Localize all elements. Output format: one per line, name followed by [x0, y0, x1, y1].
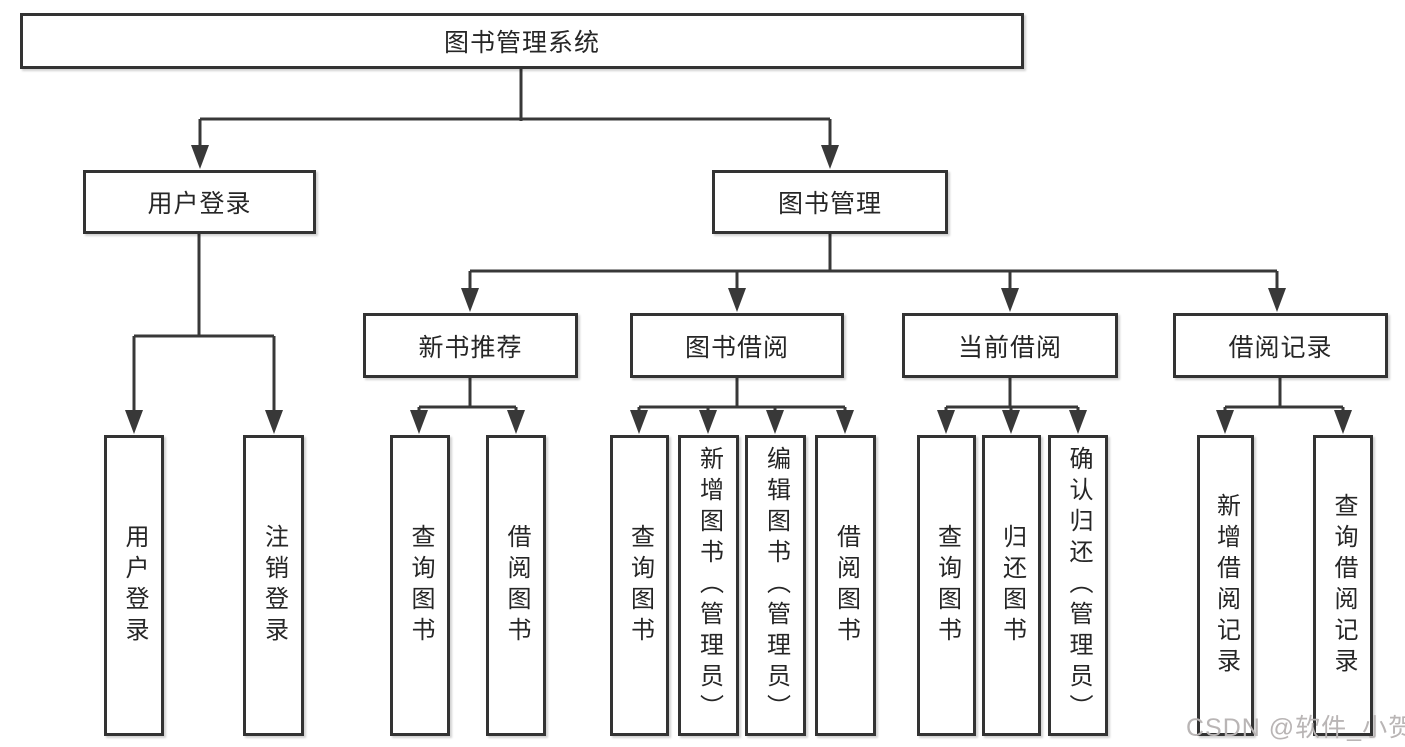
leaf-recommend-query-books: 查询图书 [390, 435, 450, 736]
node-label: 图书管理系统 [443, 29, 600, 57]
node-borrow-records: 借阅记录 [1173, 313, 1388, 378]
leaf-add-borrow-record: 新增借阅记录 [1197, 435, 1254, 736]
leaf-query-borrow-record: 查询借阅记录 [1313, 435, 1373, 736]
arrow-down-icon [630, 410, 648, 434]
leaf-borrowing-query-books: 查询图书 [610, 435, 669, 736]
node-book-borrowing: 图书借阅 [630, 313, 844, 378]
arrow-down-icon [937, 410, 955, 434]
node-label: 查询图书 [933, 523, 961, 648]
node-user-login: 用户登录 [83, 170, 316, 234]
node-label: 查询借阅记录 [1330, 492, 1357, 679]
node-label: 当前借阅 [957, 333, 1062, 362]
node-new-book-recommendation: 新书推荐 [363, 313, 578, 378]
leaf-logout: 注销登录 [243, 435, 304, 736]
arrow-down-icon [1268, 288, 1286, 312]
arrow-down-icon [507, 410, 525, 434]
node-label: 注销登录 [260, 523, 288, 648]
leaf-add-book-admin: 新增图书（管理员） [678, 435, 739, 736]
node-label: 借阅记录 [1228, 333, 1333, 362]
node-label: 借阅图书 [832, 523, 860, 648]
csdn-watermark: CSDN @软件_小贺同学 [1186, 714, 1405, 742]
node-label: 图书借阅 [684, 333, 789, 362]
leaf-return-books: 归还图书 [982, 435, 1041, 736]
node-label: 确认归还（管理员） [1065, 446, 1092, 725]
leaf-borrowing-borrow-books: 借阅图书 [815, 435, 876, 736]
arrow-down-icon [821, 145, 839, 169]
arrow-down-icon [699, 410, 717, 434]
arrow-down-icon [836, 410, 854, 434]
node-label: 新增借阅记录 [1212, 492, 1240, 679]
arrow-down-icon [125, 410, 143, 434]
node-label: 图书管理 [777, 190, 882, 218]
leaf-confirm-return-admin: 确认归还（管理员） [1048, 435, 1108, 736]
node-label: 查询图书 [407, 523, 434, 648]
node-label: 新增图书（管理员） [695, 446, 723, 725]
arrow-down-icon [461, 288, 479, 312]
node-current-borrowing: 当前借阅 [902, 313, 1118, 378]
node-library-system: 图书管理系统 [20, 13, 1024, 69]
node-label: 用户登录 [121, 523, 148, 648]
arrow-down-icon [1334, 410, 1352, 434]
arrow-down-icon [410, 410, 428, 434]
arrow-down-icon [265, 410, 283, 434]
arrow-down-icon [1001, 288, 1019, 312]
node-label: 用户登录 [147, 190, 252, 218]
node-book-management: 图书管理 [712, 170, 948, 234]
arrow-down-icon [1069, 410, 1087, 434]
arrow-down-icon [728, 288, 746, 312]
leaf-edit-book-admin: 编辑图书（管理员） [745, 435, 806, 736]
leaf-current-query-books: 查询图书 [917, 435, 976, 736]
arrow-down-icon [191, 145, 209, 169]
node-label: 查询图书 [626, 523, 654, 648]
node-label: 归还图书 [998, 523, 1026, 648]
arrow-down-icon [1216, 410, 1234, 434]
leaf-recommend-borrow-books: 借阅图书 [486, 435, 546, 736]
leaf-user-login: 用户登录 [104, 435, 164, 736]
arrow-down-icon [766, 410, 784, 434]
node-label: 新书推荐 [418, 333, 523, 362]
node-label: 借阅图书 [503, 523, 530, 648]
node-label: 编辑图书（管理员） [762, 446, 790, 725]
arrow-down-icon [1002, 410, 1020, 434]
